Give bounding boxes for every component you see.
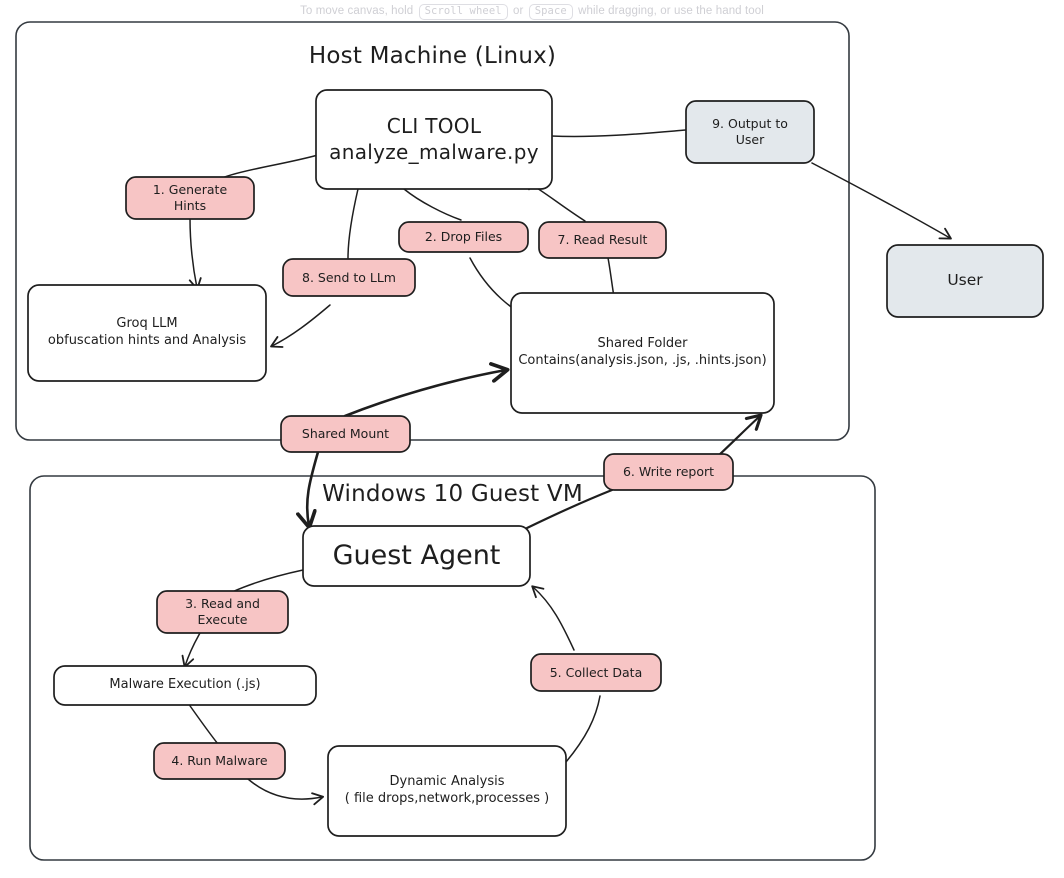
label-shared-mount[interactable]	[280, 415, 411, 453]
edge-guestagent-to-readexec	[231, 569, 304, 593]
scroll-wheel-key: Scroll wheel	[418, 4, 508, 20]
edge-sharedmount-to-guestagent	[307, 450, 320, 526]
edge-dynamic-to-collect	[565, 695, 601, 763]
edge-cli-to-dropfiles	[403, 188, 462, 221]
edge-cli-to-output	[550, 129, 687, 138]
canvas-hint: To move canvas, hold Scroll wheel or Spa…	[0, 4, 1064, 20]
label-send-to-llm[interactable]	[282, 258, 416, 297]
label-collect-data[interactable]	[530, 653, 662, 692]
node-guest-agent[interactable]	[302, 525, 531, 587]
label-run-malware[interactable]	[153, 742, 286, 780]
label-generate-hints[interactable]	[125, 176, 255, 220]
node-cli-tool[interactable]	[315, 89, 553, 190]
edge-sendllm-to-groq	[270, 304, 331, 348]
edge-malware-to-runmalware	[187, 702, 219, 745]
edge-sharedmount-to-sharedfolder	[343, 370, 506, 418]
edge-runmalware-to-dynamic	[247, 778, 325, 806]
canvas-hint-prefix: To move canvas, hold	[300, 5, 414, 17]
edge-readexec-to-malware	[181, 632, 201, 668]
edge-writereport-to-sharedfolder	[716, 416, 760, 458]
node-dynamic-analysis[interactable]	[327, 745, 567, 837]
label-output-to-user[interactable]	[685, 100, 815, 164]
label-drop-files[interactable]	[398, 221, 529, 253]
label-read-and-execute[interactable]	[156, 590, 289, 634]
edge-hints-to-groq	[188, 217, 202, 291]
node-shared-folder[interactable]	[510, 292, 775, 414]
space-key: Space	[528, 4, 573, 20]
edge-guestagent-to-writereport	[525, 488, 614, 530]
edge-collect-to-guestagent	[531, 585, 575, 651]
canvas-hint-suffix: while dragging, or use the hand tool	[578, 5, 764, 17]
node-malware-execution[interactable]	[53, 665, 317, 706]
edge-cli-to-sendllm	[347, 188, 359, 259]
label-write-report[interactable]	[603, 453, 734, 491]
node-groq-llm[interactable]	[27, 284, 267, 382]
edge-output-to-user	[811, 162, 952, 240]
label-read-result[interactable]	[538, 221, 667, 259]
canvas-hint-middle: or	[512, 5, 524, 17]
node-user[interactable]	[886, 244, 1044, 318]
